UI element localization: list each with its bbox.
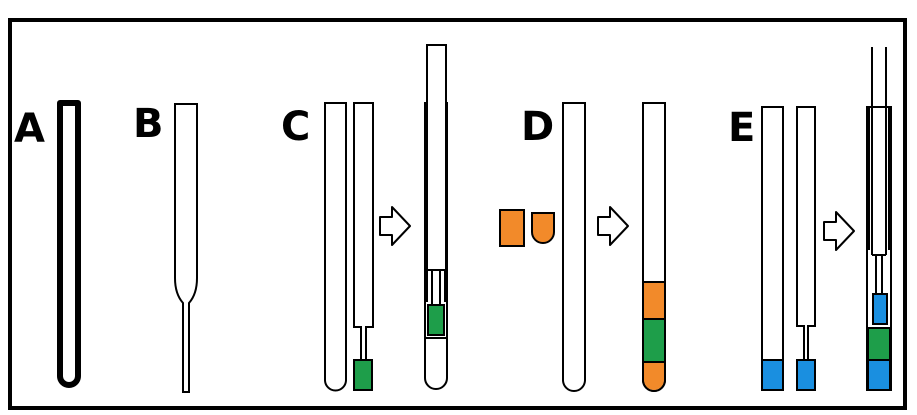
right-arrow-icon bbox=[379, 206, 411, 246]
blue-sample bbox=[872, 293, 888, 325]
empty-tube bbox=[562, 102, 586, 392]
diagram-frame bbox=[8, 18, 907, 410]
transfer-capillary-tube bbox=[796, 106, 816, 361]
panel-label-c: C bbox=[281, 104, 310, 150]
green-layer bbox=[644, 319, 664, 362]
layered-tube-outline bbox=[642, 102, 666, 392]
orange-block bbox=[499, 209, 525, 247]
panel-b: B bbox=[133, 101, 198, 393]
orange-layer bbox=[644, 282, 664, 319]
outer-tube bbox=[324, 102, 347, 392]
thick-walled-tube bbox=[57, 100, 81, 388]
panel-e: E bbox=[728, 47, 892, 391]
orange-cap bbox=[531, 212, 555, 244]
green-sample bbox=[427, 304, 445, 336]
drawn-capillary-tube bbox=[174, 103, 198, 393]
blue-sample bbox=[761, 359, 784, 391]
inserted-capillary-top bbox=[426, 44, 447, 271]
blue-layer bbox=[867, 359, 891, 391]
green-sample bbox=[353, 359, 373, 391]
right-arrow-icon bbox=[597, 206, 629, 246]
blue-sample bbox=[796, 359, 816, 391]
panel-label-d: D bbox=[521, 104, 554, 150]
right-arrow-icon bbox=[823, 211, 855, 251]
panel-label-a: A bbox=[14, 106, 45, 152]
green-layer bbox=[867, 327, 891, 361]
panel-a: A bbox=[14, 100, 81, 388]
inner-capillary-tube bbox=[353, 102, 374, 361]
panel-label-e: E bbox=[728, 105, 755, 151]
receiving-tube bbox=[761, 106, 784, 391]
orange-bottom-layer bbox=[644, 362, 664, 390]
panel-d: D bbox=[499, 102, 666, 392]
panel-label-b: B bbox=[133, 101, 164, 147]
panel-c: C bbox=[281, 44, 448, 392]
